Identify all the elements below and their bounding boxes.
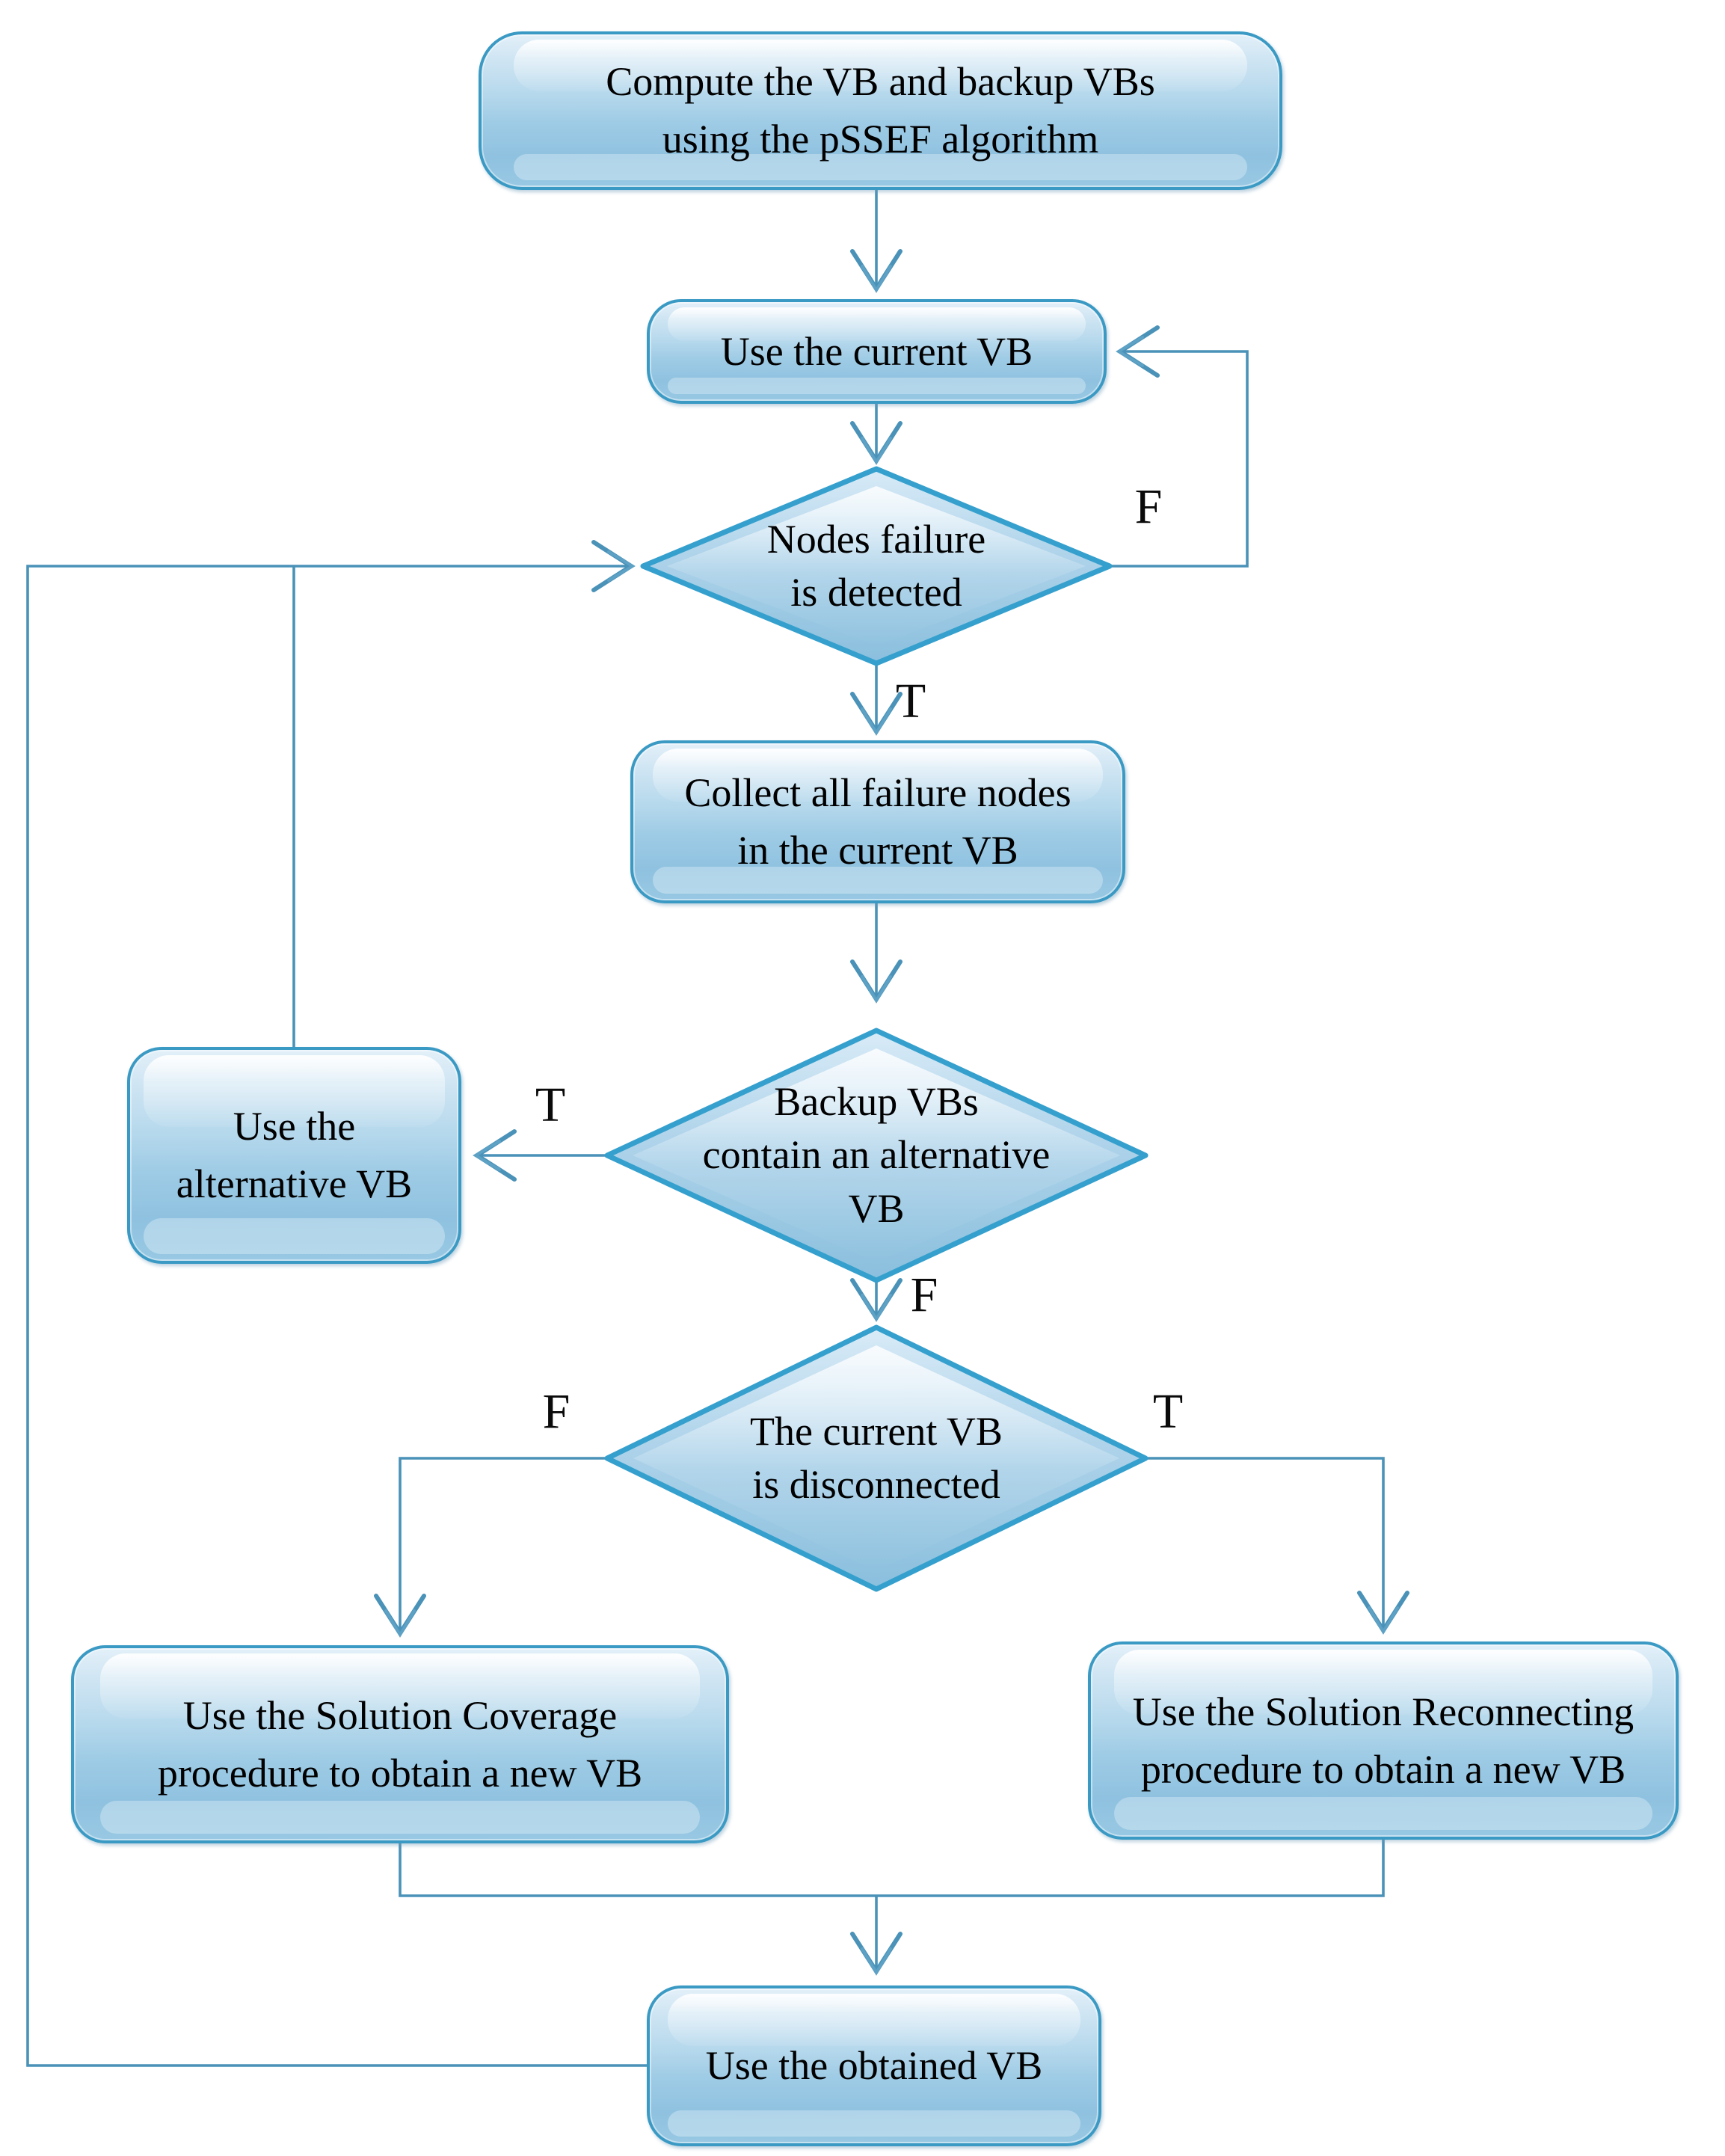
edge-obtained-feedback-loop	[26, 540, 647, 2067]
node-label-line: Collect all failure nodes	[684, 770, 1071, 816]
decision-backup-contains-gloss	[633, 1048, 1120, 1262]
decision-shapes	[604, 466, 1149, 1592]
node-label-line: procedure to obtain a new VB	[1140, 1746, 1626, 1792]
node-label-line: using the pSSEF algorithm	[662, 117, 1099, 162]
edge-label-backup-false: F	[910, 1268, 938, 1322]
node-start: Compute the VB and backup VBs using the …	[479, 31, 1282, 190]
node-label-line: Use the Solution Coverage	[182, 1692, 618, 1738]
edge-disconnected-true	[1146, 1457, 1409, 1635]
node-solution-coverage: Use the Solution Coverage procedure to o…	[71, 1645, 729, 1843]
edge-label-nodes-failure-false: F	[1134, 479, 1163, 534]
node-label-line: Use the current VB	[720, 328, 1033, 374]
node-label-line: procedure to obtain a new VB	[157, 1750, 643, 1796]
node-label-line: Compute the VB and backup VBs	[606, 59, 1155, 105]
node-use-obtained-vb: Use the obtained VB	[647, 1985, 1101, 2146]
edge-disconnected-false	[374, 1457, 607, 1638]
edge-reconnecting-merge	[876, 1840, 1385, 1897]
edge-label-nodes-failure-true: T	[895, 674, 926, 728]
decision-disconnected-gloss	[633, 1345, 1119, 1571]
node-use-current-vb: Use the current VB	[647, 299, 1107, 404]
node-label-line: alternative VB	[176, 1161, 413, 1206]
edge-label-disconnected-false: F	[542, 1384, 571, 1439]
node-collect-failure-nodes: Collect all failure nodes in the current…	[630, 740, 1125, 903]
edge-label-disconnected-true: T	[1152, 1384, 1184, 1439]
node-use-alternative-vb: Use the alternative VB	[127, 1047, 461, 1264]
node-solution-reconnecting: Use the Solution Reconnecting procedure …	[1088, 1641, 1679, 1840]
node-label-line: Use the Solution Reconnecting	[1132, 1689, 1635, 1734]
edge-nodesfailure-false-loop	[1110, 325, 1249, 568]
decision-nodes-failure-gloss	[667, 486, 1086, 646]
edge-coverage-merge	[399, 1843, 876, 1897]
connector-lines	[26, 190, 1409, 2067]
node-label-line: in the current VB	[737, 828, 1018, 873]
edge-label-backup-true: T	[535, 1078, 566, 1132]
node-label-line: Use the obtained VB	[705, 2043, 1043, 2089]
node-label-line: Use the	[233, 1104, 356, 1149]
